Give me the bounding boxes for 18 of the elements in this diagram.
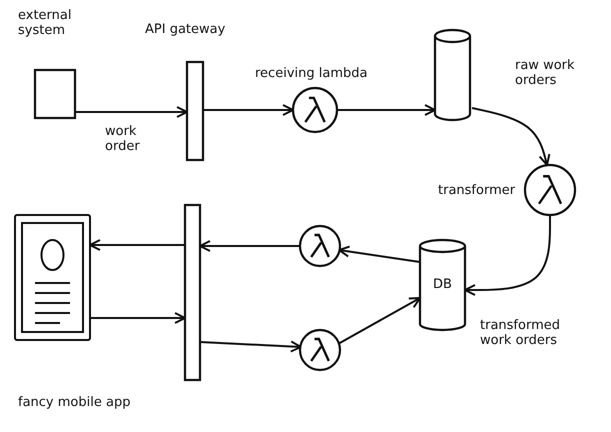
node-label: external system [18, 8, 72, 38]
node-caption: transformed work orders [480, 318, 561, 348]
arrow [199, 240, 300, 252]
arrow [203, 104, 294, 116]
node-label: transformer [438, 183, 516, 198]
arrow [472, 107, 550, 166]
node-label: receiving lambda [255, 66, 368, 81]
arrow [75, 106, 188, 118]
arrow [337, 104, 436, 116]
node-label: fancy mobile app [18, 395, 132, 410]
arrow [464, 215, 551, 296]
arrow [338, 297, 421, 345]
arrow [90, 312, 186, 324]
arrow [89, 239, 185, 251]
node-label: DB [432, 277, 453, 292]
arrow [338, 246, 420, 263]
arrow [200, 340, 302, 352]
node-label: API gateway [145, 22, 226, 37]
